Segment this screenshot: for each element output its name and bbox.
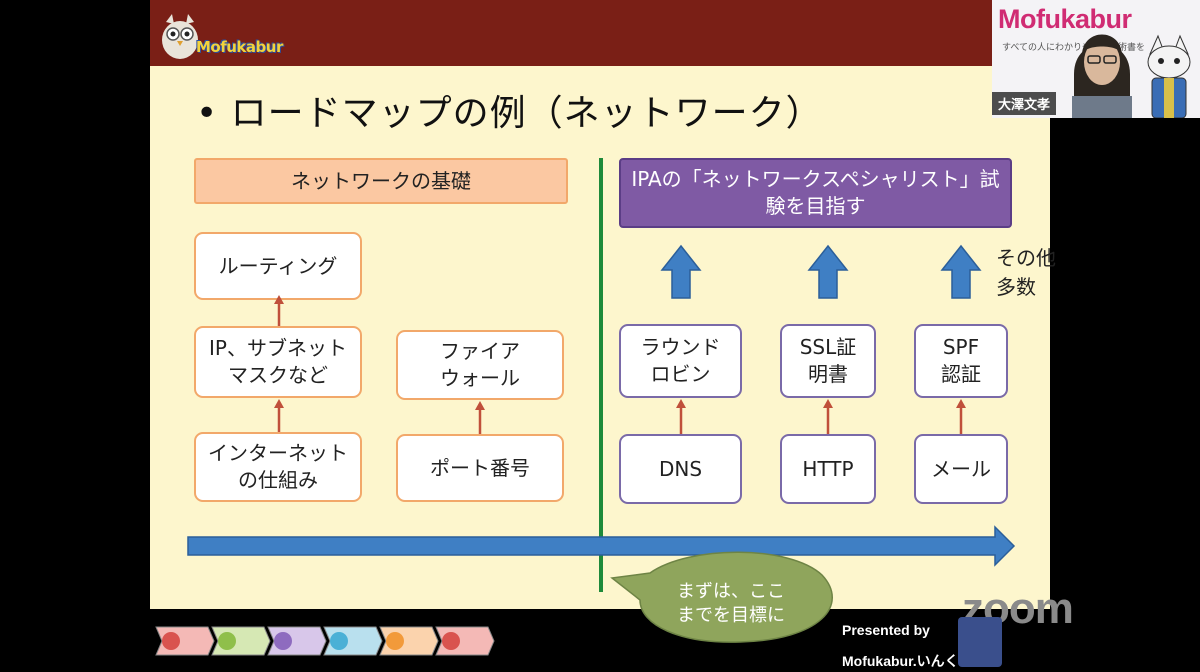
slide-header-bar <box>150 0 1050 66</box>
green-divider-line <box>599 158 603 592</box>
round-robin-box: ラウンド ロビン <box>619 324 742 398</box>
webcam-overlay: Mofukabur すべての人にわかりやすい技術書を 大澤文孝 <box>992 0 1200 118</box>
spf-auth-box: SPF 認証 <box>914 324 1008 398</box>
others-note: その他 多数 <box>996 246 1056 299</box>
webcam-brand: Mofukabur <box>998 4 1132 34</box>
presenter-figure-icon <box>1072 34 1132 118</box>
mail-box: メール <box>914 434 1008 504</box>
presented-by-name: Mofukabur.いんく <box>842 653 959 669</box>
slide-title: • ロードマップの例（ネットワーク） <box>196 93 823 134</box>
internet-basics-box: インターネット の仕組み <box>194 432 362 502</box>
webcam-tagline: すべての人にわかりやすい技術書を <box>1002 43 1146 53</box>
ssl-cert-box: SSL証 明書 <box>780 324 876 398</box>
ip-subnet-box: IP、サブネット マスクなど <box>194 326 362 398</box>
owl-logo-icon <box>162 14 198 59</box>
port-number-box: ポート番号 <box>396 434 564 502</box>
ipa-exam-goal-header: IPAの「ネットワークスペシャリスト」試 験を目指す <box>619 158 1012 228</box>
presenter-name: 大澤文孝 <box>992 92 1057 115</box>
network-basics-header: ネットワークの基礎 <box>194 158 568 204</box>
cat-mascot-icon <box>1147 34 1191 118</box>
presented-by-label: Presented by <box>842 622 930 638</box>
presenter-logo-icon <box>958 617 1002 667</box>
goal-bubble-text: まずは、ここ までを目標に <box>677 581 785 627</box>
firewall-box: ファイア ウォール <box>396 330 564 400</box>
http-box: HTTP <box>780 434 876 504</box>
logo-text: Mofukabur <box>196 38 283 56</box>
dns-box: DNS <box>619 434 742 504</box>
